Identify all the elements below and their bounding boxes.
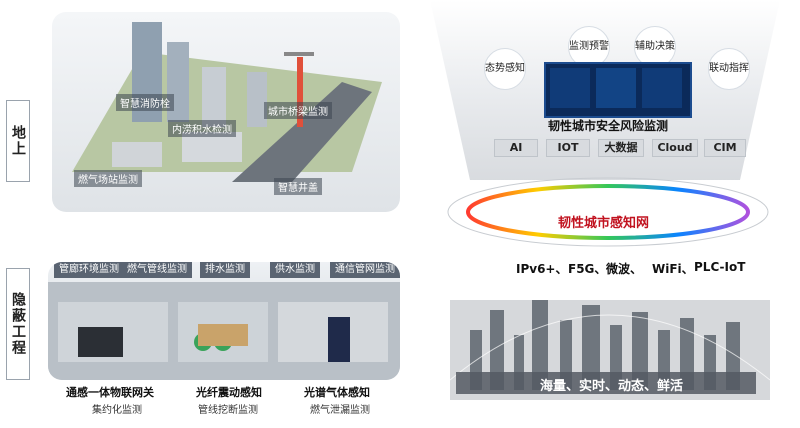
dashboard-screen xyxy=(544,62,692,118)
tag-telecom: 通信管网监测 xyxy=(330,262,400,278)
tag-manhole: 智慧井盖 xyxy=(274,178,322,195)
tag-fire-hydrant: 智慧消防栓 xyxy=(116,94,174,111)
right-backdrop xyxy=(430,0,780,400)
tech-iot: IOT xyxy=(546,139,590,157)
underground-pipe-illustration xyxy=(48,282,400,380)
ground-label: 地上 xyxy=(6,100,30,182)
protocol-f5g: F5G、 xyxy=(568,262,607,276)
device-title-gateway: 通感一体物联网关 xyxy=(66,386,154,399)
bubble-command: 联动指挥 xyxy=(708,48,750,90)
city-caption: 海量、实时、动态、鲜活 xyxy=(540,379,684,394)
tag-corridor: 管廊环境监测 xyxy=(54,262,124,278)
tag-bridge: 城市桥梁监测 xyxy=(264,102,332,119)
ground-scene: 智慧消防栓 城市桥梁监测 内涝积水检测 燃气场站监测 智慧井盖 xyxy=(52,12,400,212)
bubble-situation: 态势感知 xyxy=(484,48,526,90)
tech-cloud: Cloud xyxy=(652,139,698,157)
tag-waterlogging: 内涝积水检测 xyxy=(168,120,236,137)
underground-label: 隐蔽工程 xyxy=(6,268,30,380)
ground-city-illustration xyxy=(72,22,382,182)
tech-bigdata: 大数据 xyxy=(598,139,644,157)
tag-drainage: 排水监测 xyxy=(200,262,250,278)
tech-cim: CIM xyxy=(704,139,746,157)
platform-title: 韧性城市安全风险监测 xyxy=(548,119,669,133)
underground-scene: 管廊环境监测 燃气管线监测 排水监测 供水监测 通信管网监测 xyxy=(48,262,400,380)
device-title-spectrum: 光谱气体感知 xyxy=(304,386,370,399)
device-sub-gateway: 集约化监测 xyxy=(92,405,142,416)
bubble-warning: 监测预警 xyxy=(568,26,610,68)
tag-gas-station: 燃气场站监测 xyxy=(74,170,142,187)
protocol-plc: PLC-IoT xyxy=(694,260,746,274)
tech-ai: AI xyxy=(494,139,538,157)
device-sub-spectrum: 燃气泄漏监测 xyxy=(310,405,370,416)
device-sub-fiber: 管线挖断监测 xyxy=(198,405,258,416)
tag-water-supply: 供水监测 xyxy=(270,262,320,278)
network-title: 韧性城市感知网 xyxy=(558,216,650,231)
protocol-ipv6: IPv6+、 xyxy=(516,262,568,276)
device-title-fiber: 光纤震动感知 xyxy=(196,386,262,399)
tag-gas-pipe: 燃气管线监测 xyxy=(122,262,192,278)
protocol-wifi: WiFi、 xyxy=(652,262,694,276)
protocol-microwave: 微波、 xyxy=(606,262,643,276)
